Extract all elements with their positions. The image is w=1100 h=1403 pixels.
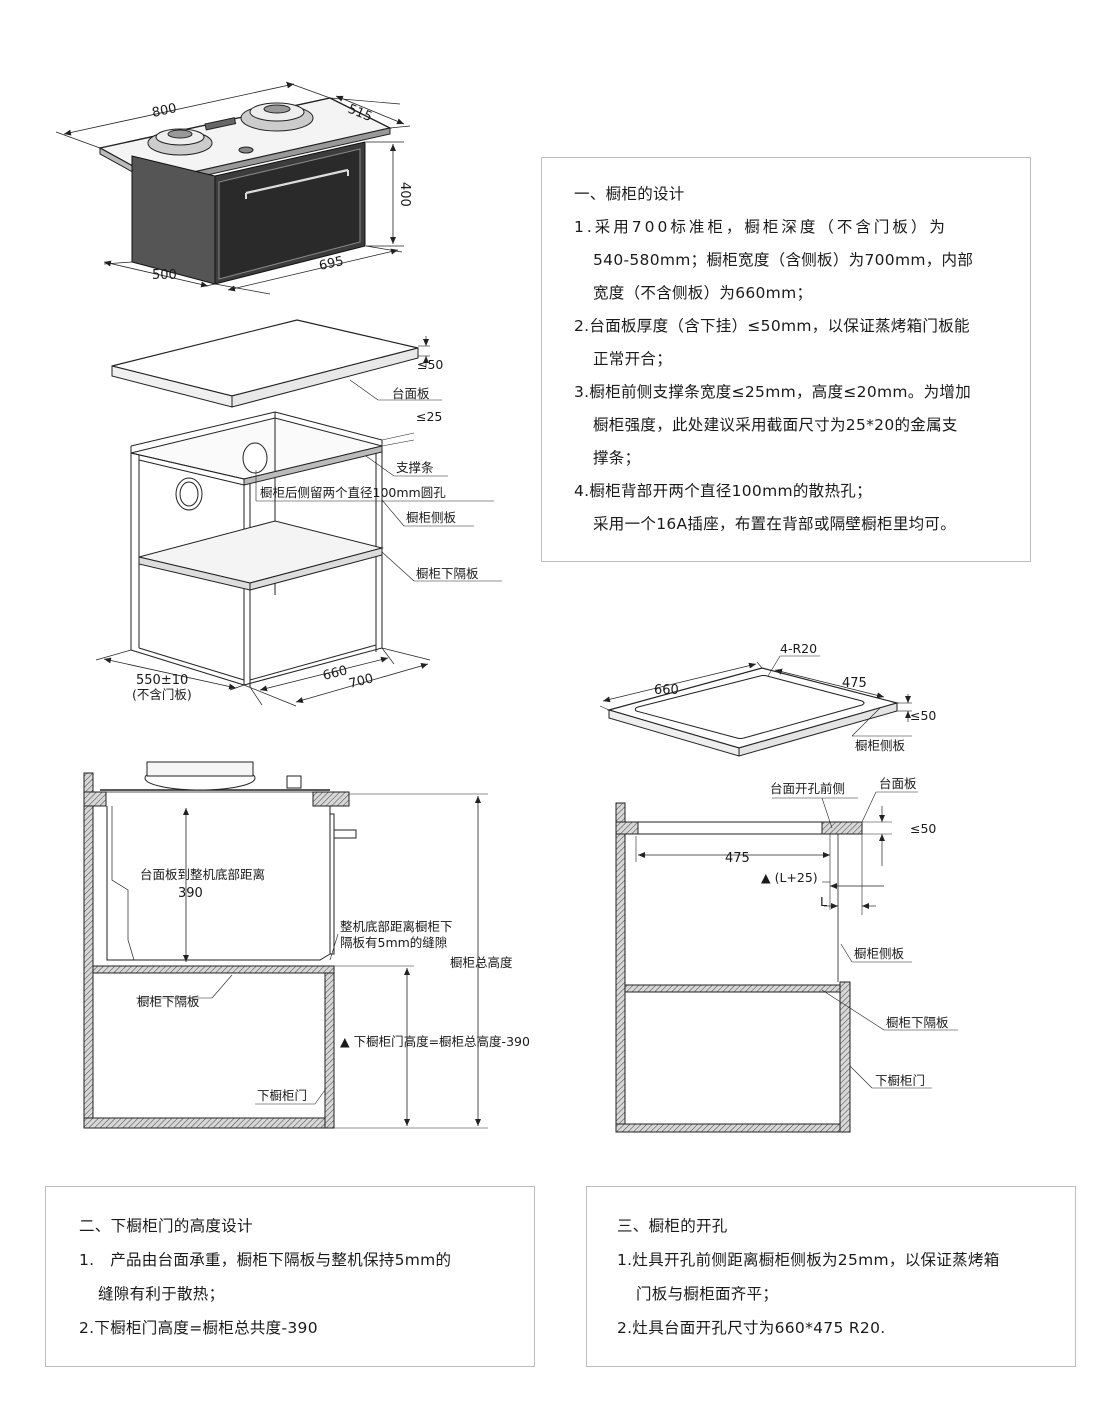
section1-line: 3.橱柜前侧支撑条宽度≤25mm，高度≤20mm。为增加 xyxy=(574,383,972,401)
section1-line: 撑条； xyxy=(593,449,641,467)
dim-top-475: 475 xyxy=(842,676,867,691)
tag-support-bar: 支撑条 xyxy=(396,460,434,475)
section3-line: 2.灶具台面开孔尺寸为660*475 R20. xyxy=(617,1319,886,1337)
dim-800: 800 xyxy=(151,101,178,121)
dim-400: 400 xyxy=(397,182,412,207)
section1-line: 4.橱柜背部开两个直径100mm的散热孔； xyxy=(574,482,872,500)
section3-title: 三、橱柜的开孔 xyxy=(617,1217,728,1235)
section1-line: 2.台面板厚度（含下挂）≤50mm，以保证蒸烤箱门板能 xyxy=(574,317,970,335)
cooktop-oven-isometric xyxy=(55,81,411,295)
tag-lower-shelf-3: 橱柜下隔板 xyxy=(886,1015,949,1030)
tag-le50-c: ≤50 xyxy=(910,821,936,836)
door-height-box: 二、下橱柜门的高度设计 1. 产品由台面承重，橱柜下隔板与整机保持5mm的 缝隙… xyxy=(45,1186,535,1367)
section1-line: 正常开合； xyxy=(593,350,673,368)
section2-line: 2.下橱柜门高度=橱柜总共度-390 xyxy=(79,1319,318,1337)
section2-line: 1. 产品由台面承重，橱柜下隔板与整机保持5mm的 xyxy=(79,1251,452,1269)
dim-660: 660 xyxy=(321,663,349,684)
cutout-section-labels: 台面开孔前侧 台面板 ≤50 475 ▲ (L+25) L 橱柜侧板 橱柜下隔板… xyxy=(725,776,949,1088)
tag-top-panel-2: 台面板 xyxy=(879,776,917,791)
tag-gap-note-2: 隔板有5mm的缝隙 xyxy=(340,935,447,950)
dim-390: 390 xyxy=(178,886,203,901)
side-section-view xyxy=(83,761,488,1129)
section3-line: 门板与橱柜面齐平； xyxy=(636,1285,779,1303)
section-labels: 台面板到整机底部距离 390 整机底部距离橱柜下 隔板有5mm的缝隙 橱柜总高度… xyxy=(137,867,530,1103)
section1-title: 一、橱柜的设计 xyxy=(574,185,685,203)
dim-top-660: 660 xyxy=(654,683,679,698)
tag-top-side-panel: 橱柜侧板 xyxy=(855,738,906,753)
dim-475b: 475 xyxy=(725,851,750,866)
tag-no-door: (不含门板) xyxy=(132,687,192,702)
tag-rear-holes: 橱柜后侧留两个直径100mm圆孔 xyxy=(260,485,446,500)
tag-door-height: ▲ 下橱柜门高度=橱柜总高度-390 xyxy=(340,1034,530,1049)
tag-lower-shelf: 橱柜下隔板 xyxy=(416,566,479,581)
dim-550: 550±10 xyxy=(136,673,188,688)
tag-lower-door-3: 下橱柜门 xyxy=(875,1073,925,1088)
tag-le25: ≤25 xyxy=(416,409,442,424)
tag-top-to-bottom: 台面板到整机底部距离 xyxy=(140,867,265,882)
section1-line: 1.采用700标准柜，橱柜深度（不含门板）为 xyxy=(574,218,948,236)
countertop-cutout-view xyxy=(599,655,912,757)
cutout-section-view xyxy=(615,791,958,1133)
tag-side-panel-3: 橱柜侧板 xyxy=(854,946,905,961)
cutout-labels: 4-R20 660 475 ≤50 橱柜侧板 xyxy=(654,641,936,753)
cabinet-labels: ≤50 台面板 ≤25 支撑条 橱柜后侧留两个直径100mm圆孔 橱柜侧板 橱柜… xyxy=(132,357,479,702)
section1-line: 宽度（不含侧板）为660mm； xyxy=(593,284,813,302)
section1-line: 540-580mm；橱柜宽度（含侧板）为700mm，内部 xyxy=(593,251,974,269)
tag-side-panel: 橱柜侧板 xyxy=(406,510,457,525)
tag-le50-b: ≤50 xyxy=(910,708,936,723)
tag-cut-front: 台面开孔前侧 xyxy=(770,781,845,796)
tag-total-height: 橱柜总高度 xyxy=(450,955,513,970)
dim-500: 500 xyxy=(152,268,177,283)
tag-gap-note-1: 整机底部距离橱柜下 xyxy=(340,919,453,934)
tag-countertop: 台面板 xyxy=(392,386,430,401)
section1-line: 橱柜强度，此处建议采用截面尺寸为25*20的金属支 xyxy=(593,416,958,434)
section1-line: 采用一个16A插座，布置在背部或隔壁橱柜里均可。 xyxy=(593,515,957,533)
tag-l: L xyxy=(820,894,827,909)
tag-r20: 4-R20 xyxy=(780,641,817,656)
section3-line: 1.灶具开孔前侧距离橱柜侧板为25mm，以保证蒸烤箱 xyxy=(617,1251,1000,1269)
dim-695: 695 xyxy=(318,254,345,274)
cabinet-cutout-box: 三、橱柜的开孔 1.灶具开孔前侧距离橱柜侧板为25mm，以保证蒸烤箱 门板与橱柜… xyxy=(586,1186,1076,1367)
tag-le50-a: ≤50 xyxy=(417,357,443,372)
cabinet-exploded-view xyxy=(95,319,502,707)
section2-title: 二、下橱柜门的高度设计 xyxy=(79,1217,253,1235)
cabinet-design-box: 一、橱柜的设计 1.采用700标准柜，橱柜深度（不含门板）为 540-580mm… xyxy=(541,157,1031,562)
tag-lower-door-2: 下橱柜门 xyxy=(257,1088,307,1103)
dim-700: 700 xyxy=(347,671,375,692)
tag-l25: ▲ (L+25) xyxy=(761,870,818,885)
tag-lower-shelf-2: 橱柜下隔板 xyxy=(137,994,200,1009)
section2-line: 缝隙有利于散热； xyxy=(98,1285,225,1303)
